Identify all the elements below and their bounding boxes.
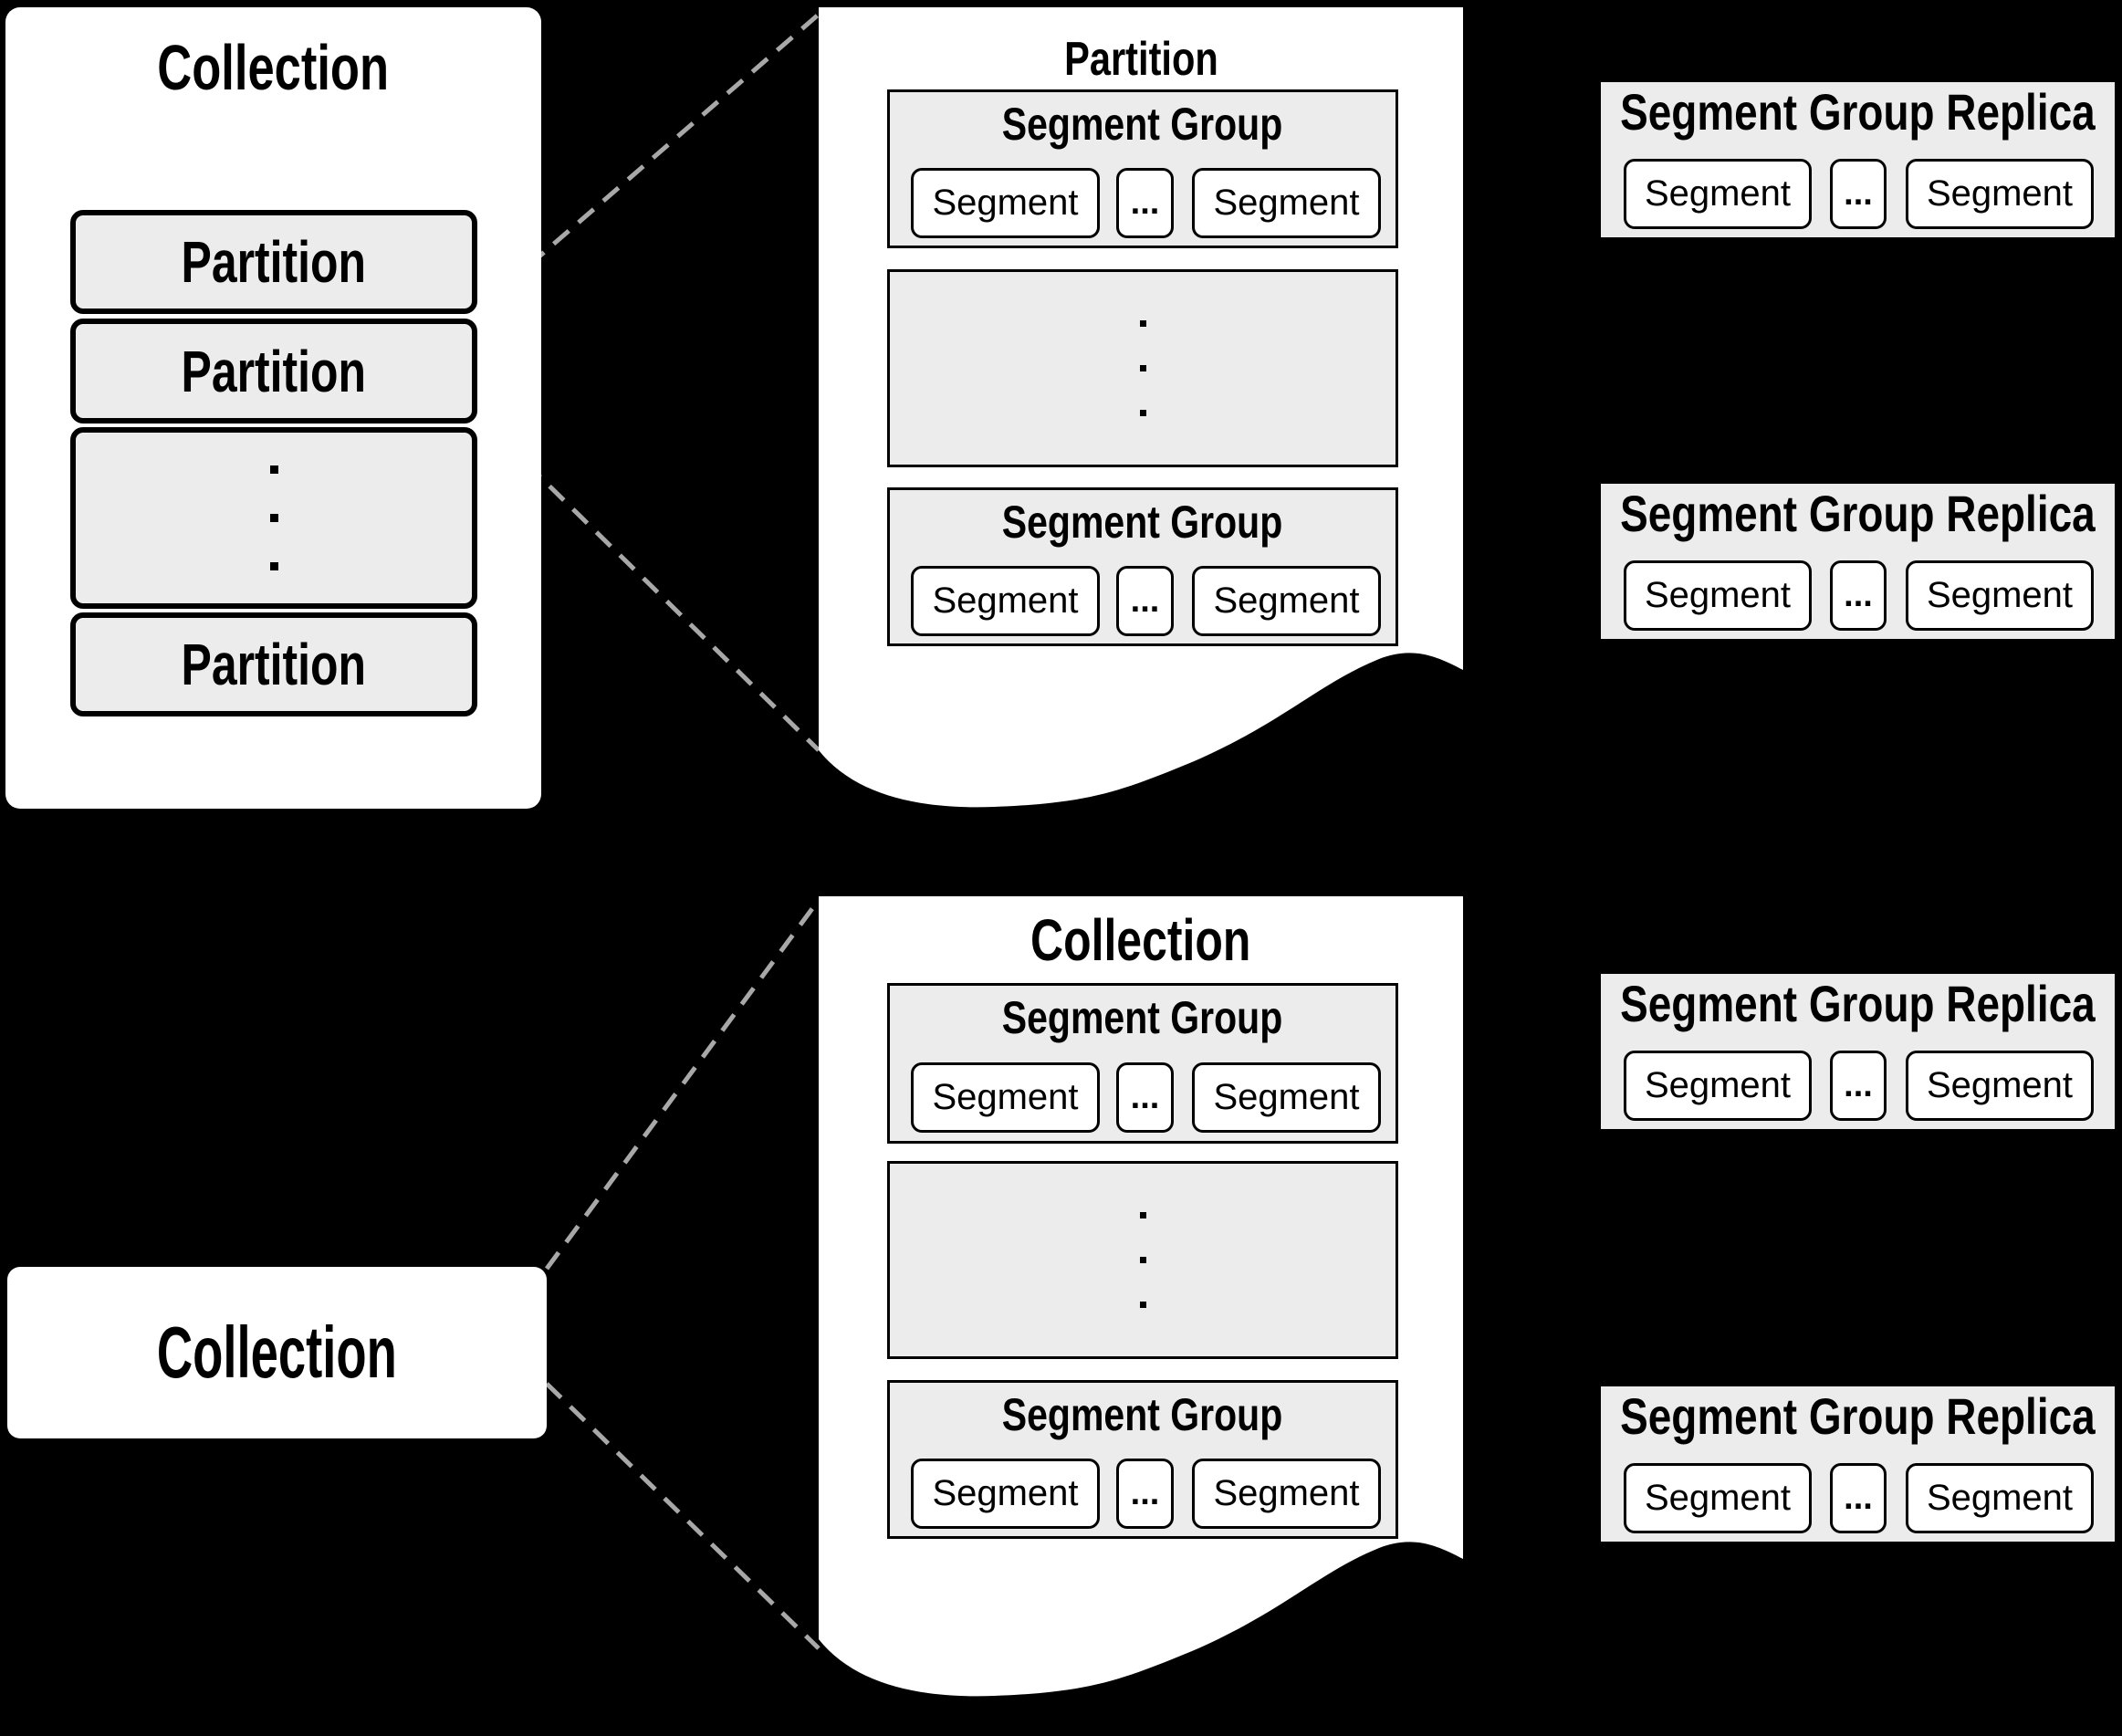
partition-zoom-panel: Partition Segment Group Segment ... Segm… bbox=[819, 7, 1463, 818]
segment-ellipsis-box: ... bbox=[1830, 560, 1887, 631]
partition-box: Partition bbox=[70, 319, 477, 424]
segment-group-replica-box: Segment Group Replica Segment ... Segmen… bbox=[1598, 79, 2117, 240]
segment-box: Segment bbox=[1624, 159, 1812, 229]
segment-group-replica-box: Segment Group Replica Segment ... Segmen… bbox=[1598, 1384, 2117, 1544]
ellipsis-label: ... bbox=[1844, 576, 1873, 614]
segment-box: Segment bbox=[1624, 1051, 1812, 1121]
vertical-ellipsis-icon bbox=[269, 445, 278, 591]
segment-box: Segment bbox=[1906, 159, 2094, 229]
ellipsis-label: ... bbox=[1130, 581, 1160, 620]
segment-box: Segment bbox=[1624, 560, 1812, 631]
segment-label: Segment bbox=[932, 580, 1079, 621]
ellipsis-label: ... bbox=[1844, 174, 1873, 213]
segment-label: Segment bbox=[1213, 580, 1360, 621]
segment-label: Segment bbox=[932, 1077, 1079, 1117]
collection-zoom-panel: Collection Segment Group Segment ... Seg… bbox=[819, 896, 1463, 1707]
segment-label: Segment bbox=[1644, 1478, 1792, 1518]
segment-ellipsis-box: ... bbox=[1116, 1062, 1174, 1133]
segment-label: Segment bbox=[1644, 173, 1792, 214]
ellipsis-label: ... bbox=[1844, 1066, 1873, 1104]
partition-label: Partition bbox=[181, 338, 367, 404]
segment-box: Segment bbox=[1192, 1062, 1381, 1133]
segment-ellipsis-box: ... bbox=[1830, 1051, 1887, 1121]
partition-box: Partition bbox=[70, 612, 477, 716]
segment-box: Segment bbox=[911, 1459, 1100, 1529]
segment-box: Segment bbox=[911, 566, 1100, 636]
segment-label: Segment bbox=[1644, 575, 1792, 615]
partition-box: Partition bbox=[70, 210, 477, 314]
segment-label: Segment bbox=[1926, 575, 2074, 615]
dashed-line-bottom-upper bbox=[544, 898, 821, 1271]
segment-group-box: Segment Group Segment ... Segment bbox=[887, 983, 1398, 1144]
vertical-ellipsis-icon bbox=[1139, 301, 1146, 435]
segment-label: Segment bbox=[932, 183, 1079, 223]
segment-group-title: Segment Group bbox=[1002, 992, 1283, 1043]
segment-label: Segment bbox=[1213, 1473, 1360, 1513]
segment-box: Segment bbox=[1906, 560, 2094, 631]
segment-group-box: Segment Group Segment ... Segment bbox=[887, 487, 1398, 646]
partition-ellipsis-box bbox=[70, 427, 477, 609]
ellipsis-label: ... bbox=[1844, 1479, 1873, 1517]
partition-label: Partition bbox=[181, 632, 367, 697]
replica-title: Segment Group Replica bbox=[1620, 485, 2096, 542]
partition-zoom-title: Partition bbox=[1063, 33, 1218, 86]
collection-box-title: Collection bbox=[157, 1312, 397, 1393]
segment-group-replica-box: Segment Group Replica Segment ... Segmen… bbox=[1598, 971, 2117, 1132]
ellipsis-label: ... bbox=[1130, 183, 1160, 222]
segment-group-ellipsis-box bbox=[887, 269, 1398, 467]
segment-ellipsis-box: ... bbox=[1830, 1463, 1887, 1533]
replica-title: Segment Group Replica bbox=[1620, 975, 2096, 1032]
segment-group-ellipsis-box bbox=[887, 1161, 1398, 1359]
vertical-ellipsis-icon bbox=[1139, 1193, 1146, 1327]
segment-box: Segment bbox=[1906, 1463, 2094, 1533]
segment-label: Segment bbox=[1926, 1478, 2074, 1518]
segment-box: Segment bbox=[911, 1062, 1100, 1133]
segment-ellipsis-box: ... bbox=[1116, 168, 1174, 238]
segment-group-title: Segment Group bbox=[1002, 1389, 1283, 1440]
segment-box: Segment bbox=[1624, 1463, 1812, 1533]
segment-box: Segment bbox=[1906, 1051, 2094, 1121]
segment-group-replica-box: Segment Group Replica Segment ... Segmen… bbox=[1598, 481, 2117, 642]
segment-box: Segment bbox=[911, 168, 1100, 238]
replica-title: Segment Group Replica bbox=[1620, 1387, 2096, 1445]
segment-label: Segment bbox=[1926, 1065, 2074, 1105]
segment-label: Segment bbox=[1213, 1077, 1360, 1117]
segment-label: Segment bbox=[1644, 1065, 1792, 1105]
segment-ellipsis-box: ... bbox=[1116, 1459, 1174, 1529]
collection-panel-title: Collection bbox=[157, 32, 390, 103]
segment-box: Segment bbox=[1192, 566, 1381, 636]
dashed-line-bottom-lower bbox=[545, 1382, 821, 1650]
segment-group-box: Segment Group Segment ... Segment bbox=[887, 89, 1398, 248]
segment-box: Segment bbox=[1192, 1459, 1381, 1529]
partition-label: Partition bbox=[181, 229, 367, 295]
segment-group-title: Segment Group bbox=[1002, 497, 1283, 548]
collection-box: Collection bbox=[7, 1267, 547, 1438]
replica-title: Segment Group Replica bbox=[1620, 83, 2096, 141]
segment-ellipsis-box: ... bbox=[1116, 566, 1174, 636]
segment-label: Segment bbox=[1213, 183, 1360, 223]
segment-box: Segment bbox=[1192, 168, 1381, 238]
ellipsis-label: ... bbox=[1130, 1474, 1160, 1512]
ellipsis-label: ... bbox=[1130, 1078, 1160, 1116]
collection-panel: Collection Partition Partition Partition bbox=[5, 7, 541, 809]
segment-ellipsis-box: ... bbox=[1830, 159, 1887, 229]
segment-group-title: Segment Group bbox=[1002, 99, 1283, 150]
segment-label: Segment bbox=[932, 1473, 1079, 1513]
segment-group-box: Segment Group Segment ... Segment bbox=[887, 1380, 1398, 1539]
collection-zoom-title: Collection bbox=[1030, 907, 1251, 973]
segment-label: Segment bbox=[1926, 173, 2074, 214]
